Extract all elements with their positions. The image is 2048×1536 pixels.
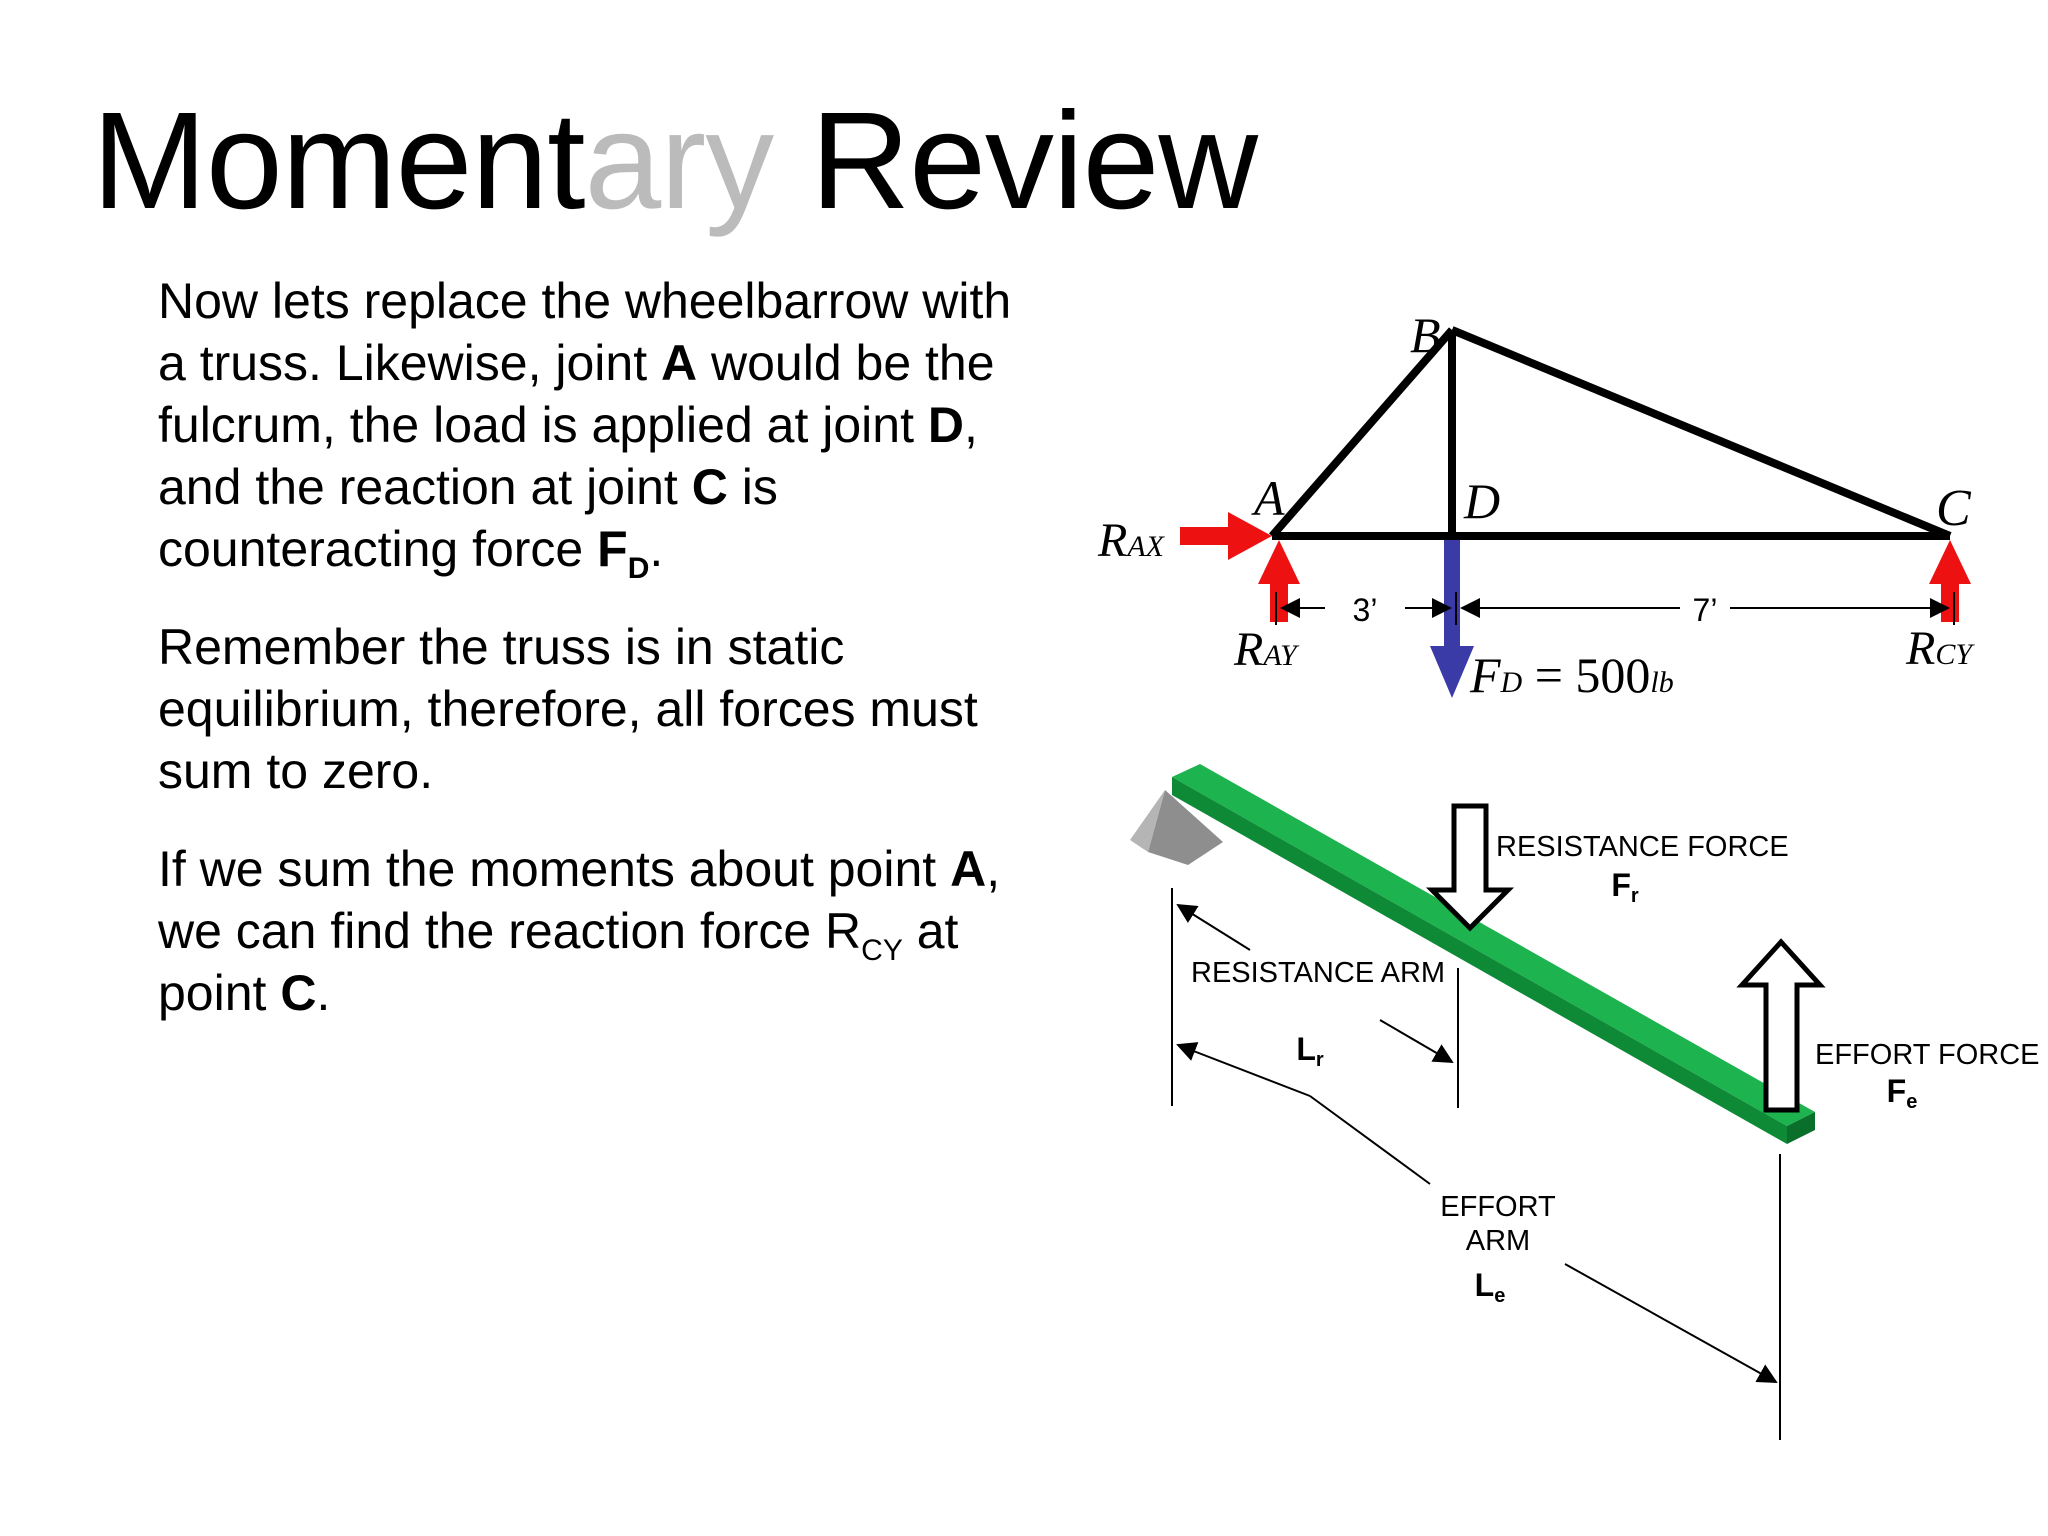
ray-sub: AY [1261,639,1300,672]
p1-text-2: would be the fulcrum, the load is applie… [158,335,995,453]
resistance-force-label: RESISTANCE FORCE [1496,831,1789,863]
le-sub: e [1494,1285,1505,1307]
lr-main: L [1296,1031,1316,1067]
le-main: L [1475,1267,1495,1303]
lever-dimension-lines [1171,888,1781,1440]
effort-arm-line1: EFFORT [1440,1191,1556,1223]
p1-text-5: . [649,521,664,577]
fe-label: Fe [1887,1073,1918,1113]
fr-sub: r [1631,885,1639,907]
rax-main: R [1097,514,1127,567]
effort-arm-line2: ARM [1466,1225,1530,1257]
fe-sub: e [1906,1091,1917,1113]
p1-text-4: is counteracting force [158,459,778,577]
member-bc [1450,326,1952,540]
title-highlight: ary [584,84,775,238]
resistance-arm-label: RESISTANCE ARM [1191,957,1445,989]
p3-text-2: , we can find the reaction force R [158,841,1001,959]
p3-text-4: . [316,965,331,1021]
dim-ad-label: 3’ [1353,592,1378,628]
dimension-lines [1275,592,1955,625]
p1-text-1: Now lets replace the wheelbarrow with a … [158,273,1012,391]
joint-a-label: A [1251,470,1285,526]
p1-bold-d: D [927,397,964,453]
truss-diagram: 3’ 7’ B A D C RAX RAY RCY FD = 500lb [1097,307,1975,703]
p3-text-3: at point [158,903,959,1021]
p1-sub-d: D [627,552,650,585]
fd-unit: lb [1650,666,1673,699]
rax-sub: AX [1125,530,1165,563]
p3-bold-c: C [280,965,317,1021]
lever-beam [1172,764,1815,1144]
rax-arrow [1180,512,1272,560]
fd-value: = 500 [1522,647,1650,703]
ray-arrow [1258,540,1300,622]
ray-label: RAY [1233,623,1300,676]
lever-diagram: RESISTANCE FORCE Fr RESISTANCE ARM Lr EF… [1130,764,2040,1440]
paragraph-3: If we sum the moments about point A, we … [158,838,1018,1024]
rcy-sub: CY [1935,638,1975,671]
p1-bold-c: C [691,459,728,515]
dim-dc-label: 7’ [1693,592,1718,628]
effort-force-arrow [1736,938,1826,1113]
lr-label: Lr [1296,1031,1324,1071]
p1-text-3: , and the reaction at joint [158,397,978,515]
effort-force-label: EFFORT FORCE [1815,1039,2040,1071]
body-text: Now lets replace the wheelbarrow with a … [158,270,1018,1060]
rcy-arrow [1929,540,1971,622]
p3-bold-a: A [950,841,987,897]
truss-members [1268,326,1952,540]
p2-text-1: Remember the truss is in static equilibr… [158,619,978,799]
joint-b-label: B [1410,307,1441,363]
fd-load-arrow [1430,540,1474,698]
resistance-force-arrow [1425,803,1515,932]
paragraph-1: Now lets replace the wheelbarrow with a … [158,270,1018,584]
fd-label: FD = 500lb [1469,647,1674,703]
title-prefix: Moment [92,84,585,238]
p3-text-1: If we sum the moments about point [158,841,951,897]
fd-main: F [1469,647,1501,703]
fr-main: F [1611,867,1631,903]
p1-bold-f: F [597,521,628,577]
rcy-label: RCY [1905,622,1975,675]
member-ab [1268,327,1456,539]
fe-main: F [1887,1073,1907,1109]
fd-sub: D [1500,666,1523,699]
p1-bold-a: A [660,335,698,391]
title-suffix: Review [773,84,1258,238]
p3-sub-cy: CY [861,934,903,967]
fulcrum [1130,790,1223,865]
fr-label: Fr [1611,867,1639,907]
rax-label: RAX [1097,514,1166,567]
lr-sub: r [1316,1049,1324,1071]
paragraph-2: Remember the truss is in static equilibr… [158,616,1018,802]
le-label: Le [1475,1267,1506,1307]
slide-title: Momentary Review [92,92,1258,230]
joint-d-label: D [1463,473,1500,529]
joint-c-label: C [1936,480,1972,537]
rcy-main: R [1905,622,1935,675]
ray-main: R [1233,623,1263,676]
